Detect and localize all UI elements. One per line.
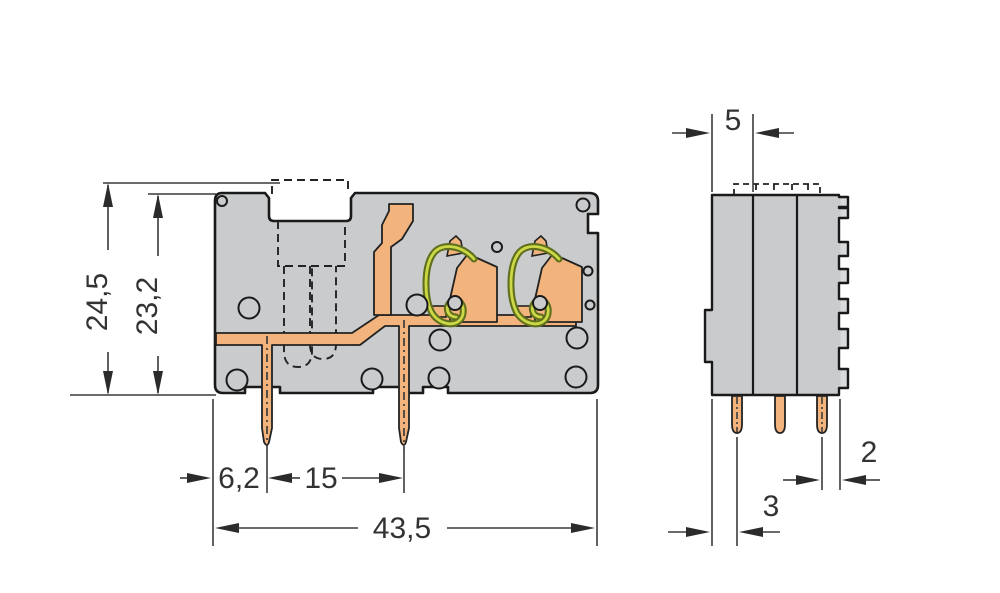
dim-text-overall-height: 24,5 <box>81 273 114 331</box>
housing-hole <box>225 368 249 392</box>
side-pin-centerlines <box>736 397 823 438</box>
pin-centerlines <box>266 320 405 450</box>
dim-text-housing-height: 23,2 <box>131 277 164 335</box>
tooth <box>840 330 847 347</box>
dim-pin-to-front-edge: 3 <box>668 490 780 537</box>
dim-text-first-pin-offset: 6,2 <box>218 462 260 495</box>
housing-hole-small <box>491 241 503 253</box>
dimension-annotations: 24,5 23,2 6,2 15 <box>70 104 880 546</box>
dim-pin-spacing: 15 <box>268 462 403 495</box>
busbar-and-pins <box>215 314 577 446</box>
dim-first-pin-offset: 6,2 <box>180 462 260 495</box>
dim-overall-height: 24,5 <box>81 183 114 395</box>
dim-text-pole-width: 5 <box>725 104 742 137</box>
tooth <box>840 370 847 387</box>
dim-pole-width: 5 <box>672 104 794 138</box>
dim-housing-height: 23,2 <box>131 194 164 395</box>
housing-hole <box>565 326 589 350</box>
dim-text-pin-to-rear-edge: 2 <box>861 436 878 469</box>
hidden-lines <box>271 179 349 368</box>
dim-pin-to-rear-edge: 2 <box>783 436 880 485</box>
housing-hole <box>237 296 261 320</box>
housing-hole <box>360 367 384 391</box>
spring-pivot-hole <box>532 295 548 311</box>
hidden-latch-above-recess <box>271 179 349 194</box>
dim-text-pin-spacing: 15 <box>304 462 337 495</box>
tooth <box>840 198 847 206</box>
hidden-channel-left <box>283 266 313 368</box>
solder-pin <box>774 395 786 434</box>
cage-clamp-unit <box>507 234 583 328</box>
housing-hole <box>564 365 588 389</box>
tooth <box>840 270 847 282</box>
housing-holes <box>216 195 596 392</box>
dim-text-overall-width: 43,5 <box>373 512 431 545</box>
dim-overall-width: 43,5 <box>215 512 595 545</box>
tooth <box>840 300 847 312</box>
side-view <box>703 183 850 438</box>
housing-hole-small <box>584 299 596 311</box>
housing-hole <box>427 366 451 390</box>
pole-dividers <box>751 195 799 395</box>
serration-teeth-fill <box>840 198 847 387</box>
housing-hole <box>428 328 452 352</box>
housing-hole-small <box>582 265 594 277</box>
front-view <box>213 179 600 450</box>
hidden-top-profile <box>733 183 821 195</box>
dim-text-pin-to-front-edge: 3 <box>763 490 780 523</box>
spring-pivot-hole <box>447 295 463 311</box>
hidden-pocket-below-recess <box>277 221 346 267</box>
housing-hole <box>405 293 429 317</box>
busbar-upright <box>373 203 414 316</box>
tooth <box>840 243 847 255</box>
tooth <box>840 209 847 217</box>
side-housing-outline <box>703 193 850 397</box>
cage-clamp-unit <box>422 234 498 328</box>
extension-lines <box>70 114 841 546</box>
hidden-channel-right <box>309 266 337 360</box>
housing-hole-small <box>575 197 591 213</box>
side-hidden-lines <box>733 183 821 195</box>
housing-hole-small <box>216 195 228 207</box>
